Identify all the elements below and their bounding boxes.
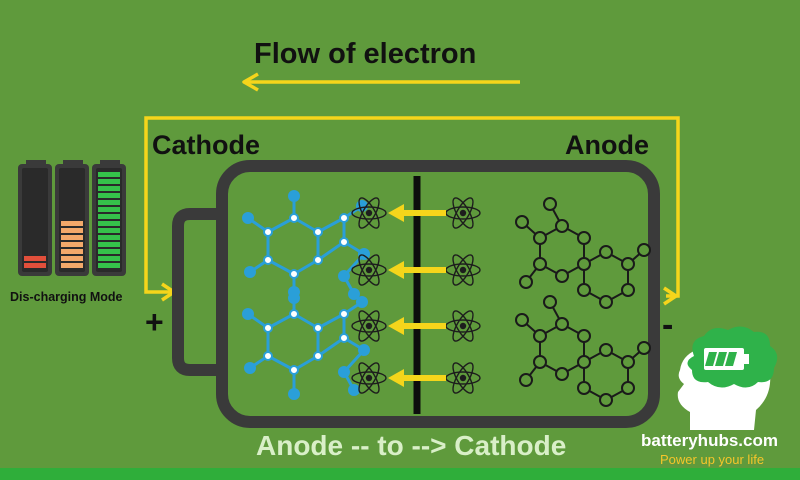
electron-flow-title: Flow of electron <box>254 38 477 70</box>
anode-label: Anode <box>565 130 649 160</box>
atom-icon <box>351 251 387 289</box>
atom-icon <box>445 359 481 397</box>
battery-full-icon <box>92 160 126 276</box>
site-tagline: Power up your life <box>660 452 765 467</box>
positive-terminal-label: + <box>145 304 164 340</box>
electron-flow-arrow <box>242 72 520 92</box>
direction-caption: Anode -- to --> Cathode <box>256 430 567 461</box>
atom-icon <box>351 307 387 345</box>
cathode-molecule <box>240 188 372 402</box>
atom-icon <box>445 307 481 345</box>
brain-battery-icon <box>677 326 778 430</box>
negative-terminal-label: - <box>662 306 674 344</box>
bottom-bar <box>0 468 800 480</box>
anode-molecule <box>515 197 651 407</box>
mode-label: Dis-charging Mode <box>10 290 123 304</box>
site-name: batteryhubs.com <box>641 431 778 450</box>
battery-body <box>172 160 660 428</box>
atom-icon <box>351 194 387 232</box>
atom-icon <box>445 251 481 289</box>
atom-icon <box>445 194 481 232</box>
ion-flow-arrows <box>388 204 446 387</box>
cathode-label: Cathode <box>152 130 260 160</box>
battery-low-icon <box>18 160 52 276</box>
battery-half-icon <box>55 160 89 276</box>
